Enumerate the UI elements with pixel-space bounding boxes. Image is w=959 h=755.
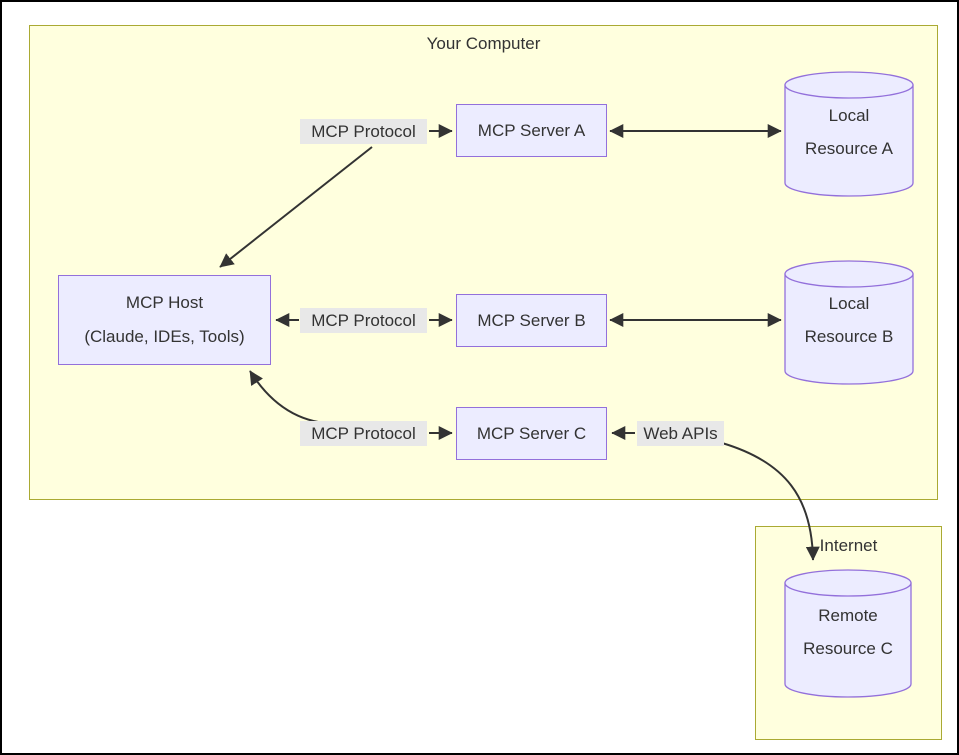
- edge-label-mcp-protocol-c: MCP Protocol: [300, 421, 427, 446]
- mcp-server-a-label: MCP Server A: [477, 120, 586, 140]
- mcp-server-a-node: MCP Server A: [456, 104, 607, 157]
- mcp-server-b-node: MCP Server B: [456, 294, 607, 347]
- mcp-server-c-node: MCP Server C: [456, 407, 607, 460]
- mcp-host-line2: (Claude, IDEs, Tools): [84, 327, 245, 346]
- cluster-internet-title: Internet: [819, 536, 878, 555]
- edge-label-mcp-protocol-b: MCP Protocol: [300, 308, 427, 333]
- edge-label-mcp-protocol-a: MCP Protocol: [300, 119, 427, 144]
- local-resource-a-label: Local Resource A: [805, 106, 893, 158]
- mcp-server-b-label: MCP Server B: [477, 310, 586, 330]
- remote-resource-c-label: Remote Resource C: [803, 606, 893, 658]
- cluster-your-computer-title: Your Computer: [426, 34, 541, 53]
- local-resource-b-label: Local Resource B: [804, 294, 894, 346]
- edge-label-web-apis: Web APIs: [637, 421, 724, 446]
- mcp-host-line1: MCP Host: [125, 293, 204, 312]
- mcp-host-node: MCP Host (Claude, IDEs, Tools): [58, 275, 271, 365]
- mcp-server-c-label: MCP Server C: [476, 423, 587, 443]
